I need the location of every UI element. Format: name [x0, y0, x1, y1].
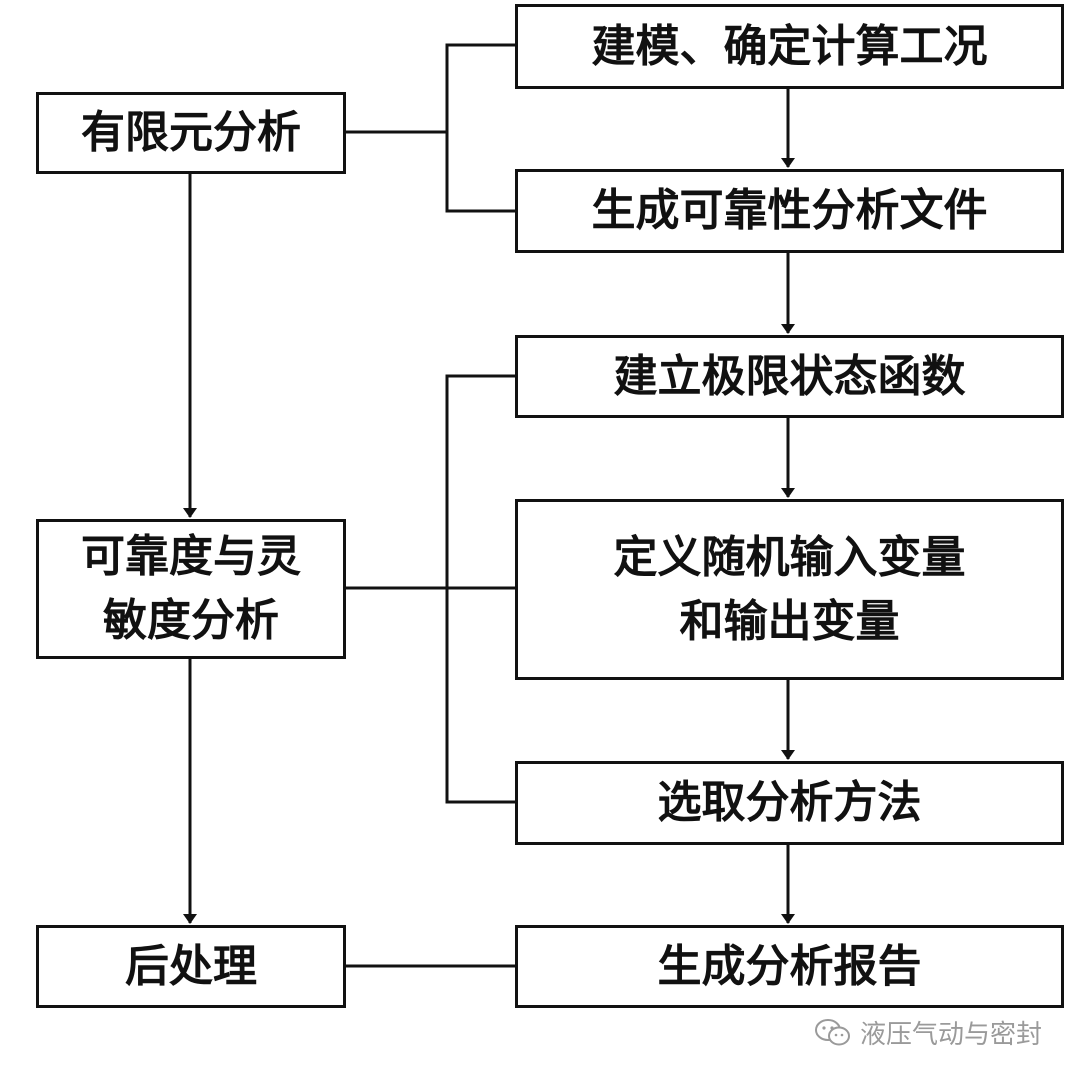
postprocess-box: 后处理 [36, 925, 346, 1008]
wechat-icon [814, 1018, 850, 1045]
gen-file-box: 生成可靠性分析文件 [515, 169, 1064, 253]
limit-state-label: 建立极限状态函数 [613, 350, 966, 402]
fea-label: 有限元分析 [81, 107, 301, 159]
report-box: 生成分析报告 [515, 925, 1064, 1008]
postprocess-label: 后处理 [125, 940, 257, 992]
report-label: 生成分析报告 [657, 940, 922, 992]
reliability-label-line2: 敏度分析 [103, 595, 279, 646]
watermark: 液压气动与密封 [814, 1014, 1042, 1051]
variables-label-line2: 和输出变量 [679, 595, 900, 647]
variables-label-line1: 定义随机输入变量 [613, 531, 966, 583]
reliability-box: 可靠度与灵 敏度分析 [36, 519, 346, 659]
reliability-label-line1: 可靠度与灵 [81, 531, 301, 583]
bracket-fea [445, 43, 517, 213]
limit-state-box: 建立极限状态函数 [515, 335, 1064, 418]
fea-box: 有限元分析 [36, 92, 346, 174]
method-box: 选取分析方法 [515, 761, 1064, 845]
method-label: 选取分析方法 [657, 777, 922, 829]
gen-file-label: 生成可靠性分析文件 [591, 185, 988, 237]
modeling-label: 建模、确定计算工况 [591, 20, 988, 72]
modeling-box: 建模、确定计算工况 [515, 4, 1064, 89]
variables-box: 定义随机输入变量 和输出变量 [515, 499, 1064, 680]
watermark-text: 液压气动与密封 [859, 1020, 1042, 1050]
